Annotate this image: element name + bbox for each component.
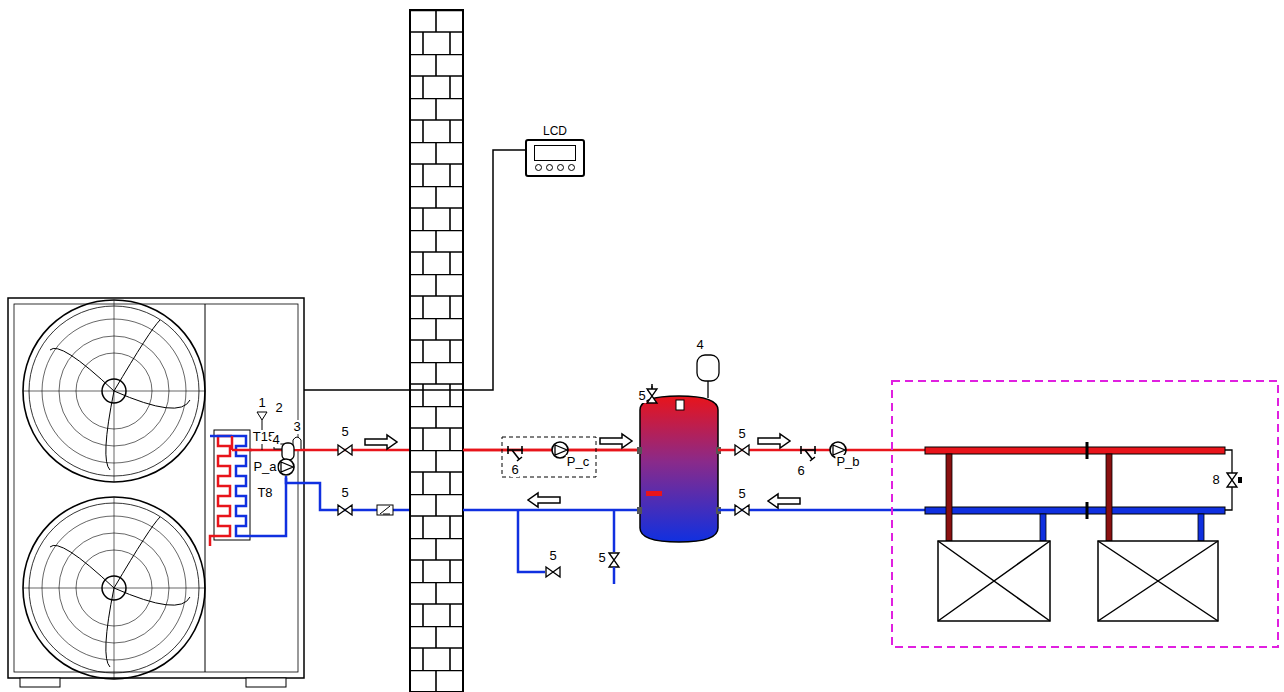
callout-number: 4 bbox=[271, 433, 280, 447]
lcd-screen bbox=[534, 145, 576, 161]
callout-number: 8 bbox=[1211, 473, 1220, 487]
component-label: P_b bbox=[835, 455, 860, 469]
callout-number: 1 bbox=[257, 396, 266, 410]
callout-number: 5 bbox=[548, 549, 557, 563]
lcd-button bbox=[557, 164, 564, 171]
callout-number: 5 bbox=[737, 427, 746, 441]
device-label: LCD bbox=[523, 124, 587, 138]
callout-number: 5 bbox=[637, 389, 646, 403]
controller-box: LCD bbox=[523, 124, 587, 177]
callout-number: 5 bbox=[597, 551, 606, 565]
callout-number: 3 bbox=[292, 420, 301, 434]
component-label: P_a bbox=[252, 460, 277, 474]
callout-number: 5 bbox=[340, 486, 349, 500]
component-label: P_c bbox=[566, 455, 590, 469]
component-label: T8 bbox=[256, 486, 273, 500]
callout-number: 4 bbox=[695, 338, 704, 352]
callout-number: 6 bbox=[510, 463, 519, 477]
callout-number: 5 bbox=[737, 487, 746, 501]
lcd-button bbox=[546, 164, 553, 171]
lcd-button bbox=[535, 164, 542, 171]
callout-number: 6 bbox=[796, 464, 805, 478]
callout-number: 5 bbox=[340, 425, 349, 439]
callout-number: 2 bbox=[274, 401, 283, 415]
lcd-button bbox=[568, 164, 575, 171]
lcd-controller bbox=[525, 139, 585, 177]
